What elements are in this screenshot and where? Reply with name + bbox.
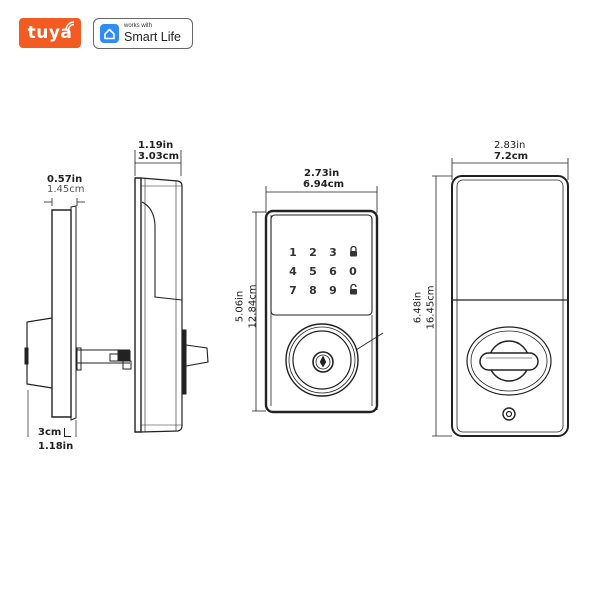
front-width-cm: 6.94cm xyxy=(303,179,345,190)
back-width-in: 2.83in xyxy=(494,140,526,151)
back-width-cm: 7.2cm xyxy=(494,151,529,162)
smart-life-caption: works with xyxy=(124,23,153,29)
side-view-inner xyxy=(24,198,85,437)
corner-bracket-icon xyxy=(64,428,71,437)
keypad-key-0: 0 xyxy=(349,265,357,278)
back-height-cm: 16.45cm xyxy=(425,285,437,330)
side-inner-depth-in: 0.57in xyxy=(47,174,83,185)
smart-life-badge: works with Smart Life xyxy=(93,18,193,49)
keypad-key-4: 4 xyxy=(289,265,297,278)
side-outer-depth-cm: 3.03cm xyxy=(138,151,180,162)
front-height-cm: 12.84cm xyxy=(247,284,259,329)
bolt-base-cm: 3cm xyxy=(38,427,62,438)
front-height-in: 5.06in xyxy=(234,290,246,323)
keypad-key-9: 9 xyxy=(329,284,337,297)
side-outer-depth-in: 1.19in xyxy=(138,140,174,151)
lock-closed-icon xyxy=(343,245,363,265)
home-icon xyxy=(100,24,119,43)
tuya-logo-text: tuya xyxy=(27,23,73,43)
back-height-in: 6.48in xyxy=(412,291,424,324)
keypad-key-5: 5 xyxy=(309,265,317,278)
keypad: 1 2 3 4 5 6 0 7 8 9 xyxy=(283,245,363,303)
wifi-signal-icon xyxy=(65,21,75,31)
tuya-logo-badge: tuya xyxy=(19,18,81,48)
keypad-key-6: 6 xyxy=(329,265,337,278)
side-view-outer xyxy=(134,150,209,433)
keypad-key-2: 2 xyxy=(309,246,317,259)
bolt-base-in: 1.18in xyxy=(38,441,74,452)
keypad-key-7: 7 xyxy=(289,284,297,297)
front-view xyxy=(252,186,384,414)
side-view-bolt xyxy=(76,347,132,371)
smart-life-label: Smart Life xyxy=(124,30,181,44)
keypad-key-1: 1 xyxy=(289,246,297,259)
keypad-key-3: 3 xyxy=(329,246,337,259)
keypad-key-8: 8 xyxy=(309,284,317,297)
front-width-in: 2.73in xyxy=(304,168,340,179)
lock-open-icon xyxy=(343,283,363,303)
side-inner-depth-cm: 1.45cm xyxy=(47,184,85,195)
back-view xyxy=(432,158,569,437)
